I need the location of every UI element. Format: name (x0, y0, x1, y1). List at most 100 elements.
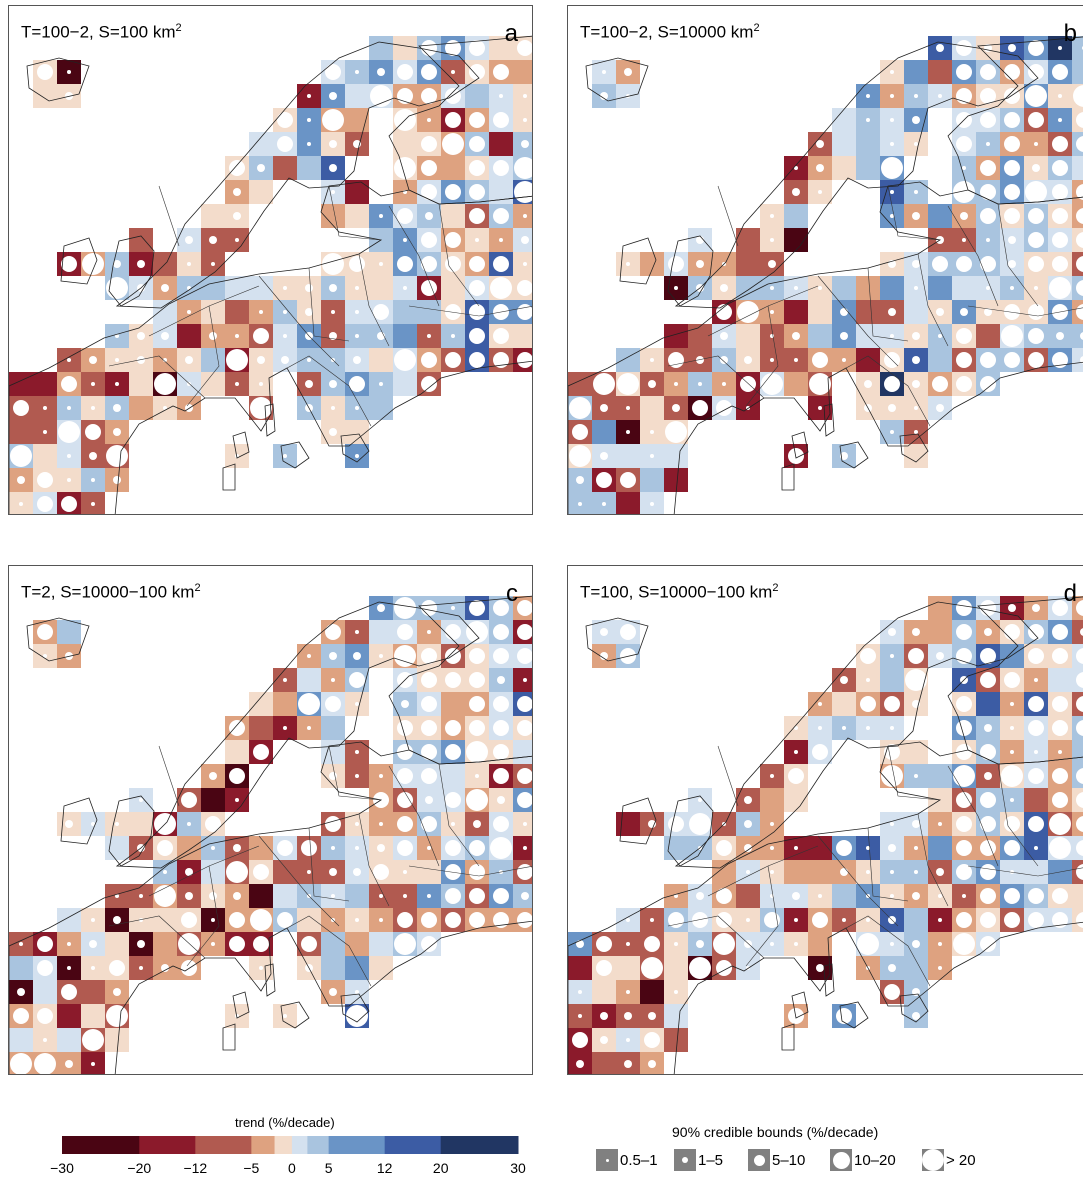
uncertainty-dot (37, 472, 53, 488)
uncertainty-dot (517, 768, 532, 784)
uncertainty-dot (235, 238, 239, 242)
uncertainty-dot (235, 334, 239, 338)
grid-cell (225, 740, 249, 764)
uncertainty-dot (720, 332, 728, 340)
uncertainty-dot (523, 678, 527, 682)
uncertainty-dot (427, 630, 431, 634)
uncertainty-dot (403, 286, 407, 290)
uncertainty-dot (469, 184, 485, 200)
grid-cell (640, 980, 664, 1004)
uncertainty-dot (1004, 352, 1020, 368)
uncertainty-dot (445, 840, 461, 856)
uncertainty-dot (890, 726, 894, 730)
uncertainty-dot (956, 40, 972, 56)
uncertainty-dot (115, 358, 119, 362)
uncertainty-dot (600, 652, 608, 660)
uncertainty-dot (744, 940, 752, 948)
size-legend-title: 90% credible bounds (%/decade) (672, 1124, 879, 1140)
uncertainty-dot (936, 868, 944, 876)
uncertainty-dot (980, 648, 996, 664)
coastline (60, 797, 98, 845)
grid-cell (369, 932, 393, 956)
uncertainty-dot (329, 380, 337, 388)
country-border (667, 355, 765, 399)
uncertainty-dot (956, 816, 972, 832)
uncertainty-dot (956, 864, 972, 880)
uncertainty-dot (665, 421, 687, 443)
grid-cell (856, 300, 880, 324)
uncertainty-dot (379, 822, 383, 826)
uncertainty-dot (1004, 912, 1020, 928)
uncertainty-dot (469, 256, 485, 272)
uncertainty-dot (259, 966, 263, 970)
uncertainty-dot (517, 40, 532, 56)
uncertainty-dot (980, 672, 996, 688)
uncertainty-dot (421, 256, 437, 272)
grid-cell (297, 908, 321, 932)
uncertainty-dot (866, 870, 870, 874)
uncertainty-dot (307, 654, 311, 658)
grid-cell (1072, 324, 1083, 348)
uncertainty-dot (980, 88, 996, 104)
uncertainty-dot (1028, 648, 1044, 664)
uncertainty-dot (980, 256, 996, 272)
uncertainty-dot (1004, 840, 1020, 856)
coastline (9, 181, 532, 514)
uncertainty-dot (421, 936, 437, 952)
uncertainty-dot (493, 648, 509, 664)
uncertainty-dot (91, 406, 95, 410)
grid-cell (417, 300, 441, 324)
coastline (115, 601, 480, 869)
grid-cell (369, 620, 393, 644)
uncertainty-dot (818, 190, 822, 194)
uncertainty-dot (329, 868, 337, 876)
uncertainty-dot (794, 918, 798, 922)
uncertainty-dot (866, 118, 870, 122)
uncertainty-dot (82, 1029, 104, 1051)
uncertainty-dot (593, 373, 615, 395)
uncertainty-dot (85, 424, 101, 440)
uncertainty-dot (67, 70, 71, 74)
uncertainty-dot (842, 726, 846, 730)
uncertainty-dot (980, 792, 996, 808)
size-legend-dot (922, 1149, 944, 1171)
uncertainty-dot (379, 918, 383, 922)
coastline (585, 57, 649, 102)
uncertainty-dot (938, 334, 942, 338)
grid-cell (513, 740, 532, 764)
uncertainty-dot (956, 600, 972, 616)
uncertainty-dot (427, 894, 431, 898)
uncertainty-dot (794, 942, 798, 946)
uncertainty-dot (812, 744, 828, 760)
uncertainty-dot (1034, 142, 1038, 146)
country-border (268, 355, 372, 427)
uncertainty-dot (1052, 184, 1068, 200)
uncertainty-dot (980, 160, 996, 176)
country-border (438, 763, 480, 867)
country-border (827, 915, 931, 987)
uncertainty-dot (746, 870, 750, 874)
uncertainty-dot (517, 912, 532, 928)
grid-cell (441, 764, 465, 788)
grid-cell (297, 668, 321, 692)
uncertainty-dot (602, 502, 606, 506)
uncertainty-dot (674, 382, 678, 386)
uncertainty-dot (67, 478, 71, 482)
uncertainty-dot (185, 356, 193, 364)
uncertainty-dot (818, 894, 822, 898)
uncertainty-dot (91, 478, 95, 482)
uncertainty-dot (67, 358, 71, 362)
coastline (947, 36, 1083, 205)
panel-title: T=2, S=10000−100 km2 (21, 582, 201, 602)
uncertainty-dot (936, 308, 944, 316)
panel-title: T=100−2, S=10000 km2 (580, 22, 760, 42)
uncertainty-dot (626, 406, 630, 410)
uncertainty-dot (1001, 765, 1023, 787)
uncertainty-dot (912, 892, 920, 900)
uncertainty-dot (89, 452, 97, 460)
grid-cell (1000, 644, 1024, 668)
grid-cell (153, 300, 177, 324)
uncertainty-dot (984, 724, 992, 732)
uncertainty-dot (307, 142, 311, 146)
uncertainty-dot (329, 652, 337, 660)
